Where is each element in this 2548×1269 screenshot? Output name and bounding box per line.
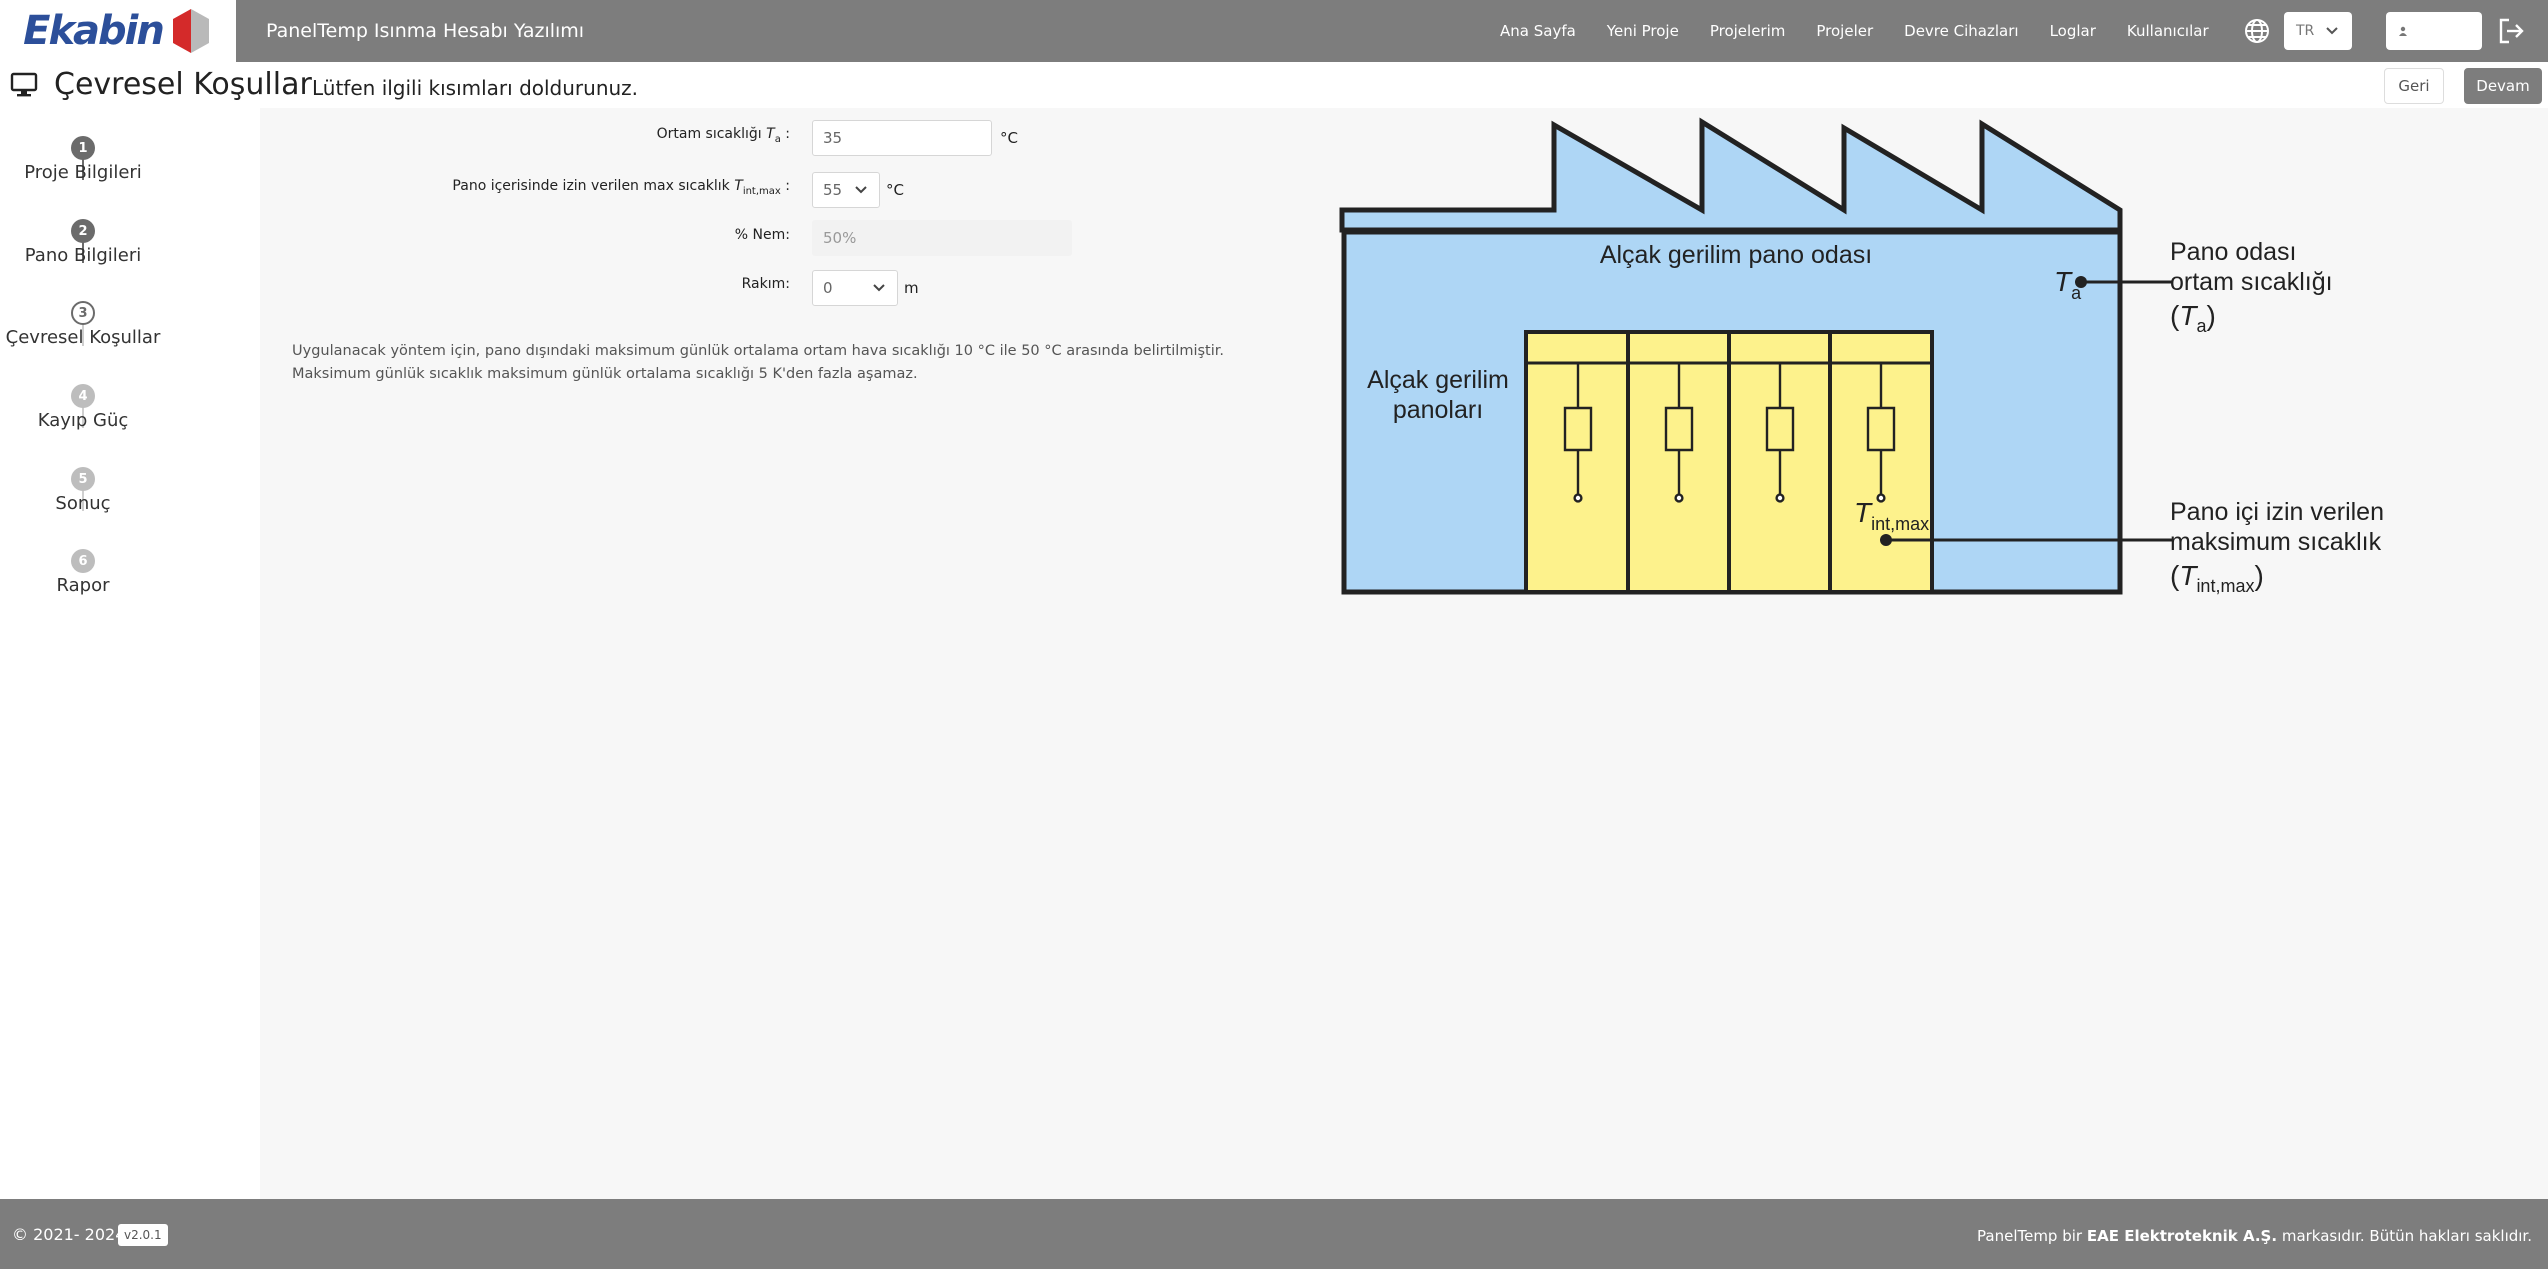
monitor-icon <box>10 72 38 97</box>
altitude-select[interactable]: 0 <box>812 270 898 306</box>
step-power-loss[interactable]: 4 Kayıp Güç <box>0 384 166 431</box>
top-navbar: Ekabin PanelTemp Isınma Hesabı Yazılımı … <box>0 0 2548 62</box>
language-value: TR <box>2296 23 2315 39</box>
step-connector <box>82 322 84 346</box>
chevron-down-icon <box>2326 27 2338 35</box>
altitude-label: Rakım: <box>741 276 790 292</box>
step-label: Kayıp Güç <box>37 410 129 431</box>
step-label: Rapor <box>56 575 110 596</box>
page-subtitle: Lütfen ilgili kısımları doldurunuz. <box>312 76 639 100</box>
step-panel-info[interactable]: 2 Pano Bilgileri <box>0 219 166 266</box>
ta-caption-line3: (Ta) <box>2170 300 2216 336</box>
user-menu[interactable] <box>2386 12 2482 50</box>
page-title: Çevresel Koşullar <box>54 67 312 102</box>
step-number: 6 <box>71 549 95 573</box>
tint-caption-line3: (Tint,max) <box>2170 560 2264 596</box>
step-number: 5 <box>71 467 95 491</box>
max-temp-select[interactable]: 55 <box>812 172 880 208</box>
step-sidebar: 1 Proje Bilgileri 2 Pano Bilgileri 3 Çev… <box>0 108 260 1199</box>
step-label: Pano Bilgileri <box>24 245 142 266</box>
altitude-unit: m <box>904 279 919 297</box>
user-icon <box>2399 26 2407 36</box>
info-note: Uygulanacak yöntem için, pano dışındaki … <box>292 343 1224 382</box>
switchgear-room-diagram: Alçak gerilim pano odası Alçak gerilim p… <box>1339 117 2384 596</box>
panels-label-line1: Alçak gerilim <box>1367 366 1509 394</box>
step-connector <box>82 487 84 511</box>
brand-logo[interactable]: Ekabin <box>0 0 236 62</box>
step-environmental-conditions[interactable]: 3 Çevresel Koşullar <box>0 301 166 348</box>
step-number: 3 <box>71 301 95 325</box>
max-temp-unit: °C <box>886 181 904 199</box>
humidity-input: 50% <box>812 220 1072 256</box>
footer: © 2021- 2024 v2.0.1 PanelTemp bir EAE El… <box>0 1199 2548 1269</box>
max-temp-label: Pano içerisinde izin verilen max sıcaklı… <box>452 178 790 197</box>
step-report[interactable]: 6 Rapor <box>0 549 166 596</box>
breaker-symbols <box>1563 363 1896 503</box>
ta-symbol: Ta <box>2054 266 2082 303</box>
step-connector <box>82 404 84 428</box>
step-number: 2 <box>71 219 95 243</box>
ta-caption-line1: Pano odası <box>2170 238 2297 266</box>
nav-link-users[interactable]: Kullanıcılar <box>2126 22 2209 40</box>
ambient-temp-label: Ortam sıcaklığı Ta : <box>656 126 790 145</box>
chevron-down-icon <box>873 284 885 292</box>
nav-links: Ana Sayfa Yeni Proje Projelerim Projeler… <box>1500 0 2240 62</box>
step-label: Sonuç <box>55 493 111 514</box>
back-button[interactable]: Geri <box>2384 68 2444 104</box>
room-label: Alçak gerilim pano odası <box>1600 241 1872 269</box>
nav-link-circuit-devices[interactable]: Devre Cihazları <box>1904 22 2019 40</box>
ta-caption-line2: ortam sıcaklığı <box>2170 268 2333 296</box>
tint-caption-line2: maksimum sıcaklık <box>2170 528 2382 556</box>
factory-roof <box>1339 117 2123 233</box>
step-label: Proje Bilgileri <box>24 162 142 183</box>
ambient-temp-input[interactable]: 35 <box>812 120 992 156</box>
language-select[interactable]: TR <box>2284 12 2352 50</box>
nav-link-my-projects[interactable]: Projelerim <box>1709 22 1786 40</box>
page-header: Çevresel Koşullar Lütfen ilgili kısımlar… <box>0 62 2548 108</box>
app-title: PanelTemp Isınma Hesabı Yazılımı <box>266 20 585 42</box>
logo-text: Ekabin <box>23 8 165 54</box>
step-label: Çevresel Koşullar <box>5 327 161 348</box>
step-number: 1 <box>71 136 95 160</box>
step-result[interactable]: 5 Sonuç <box>0 467 166 514</box>
step-number: 4 <box>71 384 95 408</box>
copyright-text: © 2021- 2024 <box>12 1225 126 1244</box>
step-connector <box>82 156 84 180</box>
step-project-info[interactable]: 1 Proje Bilgileri <box>0 136 166 183</box>
nav-link-projects[interactable]: Projeler <box>1816 22 1874 40</box>
next-button[interactable]: Devam <box>2464 68 2542 104</box>
version-badge: v2.0.1 <box>118 1224 168 1246</box>
panels-label-line2: panoları <box>1393 396 1483 424</box>
rights-text: PanelTemp bir EAE Elektroteknik A.Ş. mar… <box>1977 1227 2532 1245</box>
nav-link-logs[interactable]: Loglar <box>2049 22 2096 40</box>
logout-icon[interactable] <box>2496 16 2526 46</box>
logo-cube-icon <box>172 9 209 53</box>
chevron-down-icon <box>855 186 867 194</box>
step-connector <box>82 239 84 263</box>
ambient-temp-unit: °C <box>1000 129 1018 147</box>
globe-icon[interactable] <box>2243 17 2271 45</box>
tint-caption-line1: Pano içi izin verilen <box>2170 498 2384 526</box>
nav-link-new-project[interactable]: Yeni Proje <box>1606 22 1679 40</box>
tint-symbol: Tint,max <box>1854 497 1929 534</box>
humidity-label: % Nem: <box>734 227 790 243</box>
nav-link-home[interactable]: Ana Sayfa <box>1500 22 1576 40</box>
